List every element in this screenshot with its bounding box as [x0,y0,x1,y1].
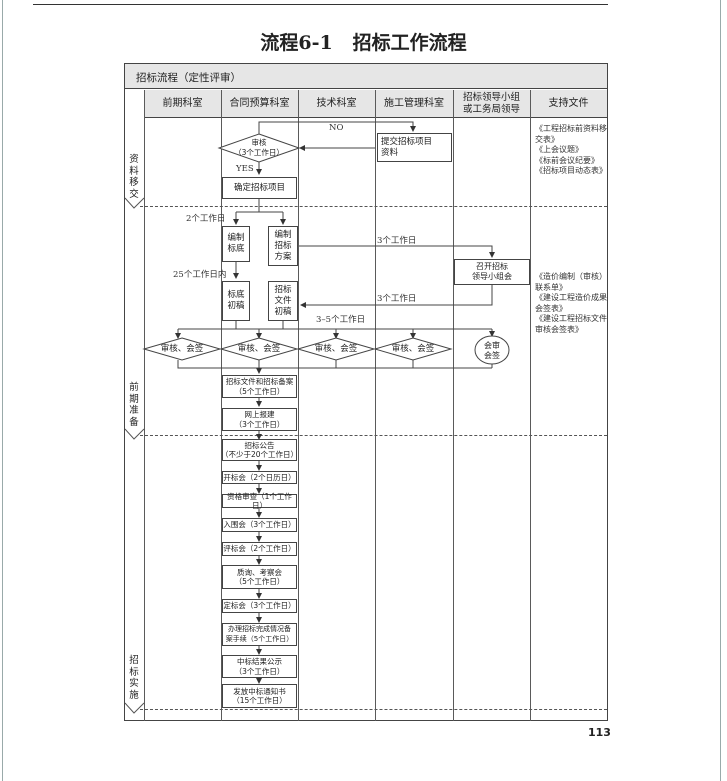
phase-label-ziliao: 资料移交 [129,154,139,200]
phase-sep-1 [140,206,607,207]
edge-label-3days-b: 3个工作日 [377,294,417,304]
support-docs-group-1: 《工程招标前资料移交表》 《上会议题》 《标前会议纪要》 《招标项目动态表》 [535,124,607,175]
edge-label-no: NO [329,123,344,133]
edge-label-3days-a: 3个工作日 [377,236,417,246]
review-node-a: 审核、会签 [160,344,204,354]
col-sep-1 [221,90,222,721]
huishen-circle [474,335,510,365]
review-node-c: 审核、会签 [314,344,358,354]
record-node: 办理招标完成情况备 案手续（5个工作日） [222,623,297,646]
flowchart-frame [124,63,608,721]
meeting-node: 召开招标 领导小组会 [454,259,530,285]
phase-sep-3 [140,709,607,710]
col-sep-5 [530,90,531,721]
submit-node: 提交招标项目 资料 [377,133,452,162]
subtitle-band [125,64,607,89]
column-header-qianqi: 前期科室 [162,98,203,109]
review-diamond-a [142,337,222,361]
open-node: 开标会（2个日历日） [222,471,297,484]
col-sep-2 [298,90,299,721]
fangan-node: 编制 招标 方案 [268,226,298,266]
column-header-leader: 招标领导小组 或工务局领导 [462,92,520,115]
column-header-docs: 支持文件 [548,98,589,109]
phase-chevron-1 [124,197,145,209]
phase-chevron-2 [124,428,145,440]
edge-label-yes: YES [236,164,254,174]
inquiry-node: 质询、考察会 （5个工作日） [222,565,297,589]
col-sep-0 [144,90,145,721]
phase-label-shishi: 招标实施 [129,655,139,701]
page-title: 流程6-1 招标工作流程 [260,32,467,54]
online-node: 网上报建 （3个工作日） [222,408,297,431]
support-docs-group-2: 《造价编制（审核）联系单》 《建设工程造价成果会签表》 《建设工程招标文件审核会… [535,272,607,334]
column-header-hetong: 合同预算科室 [229,98,290,109]
filing-node: 招标文件和招标备案 （5个工作日） [222,375,297,398]
edge-label-25days: 25个工作日内 [173,270,227,280]
page-edge-right [720,0,721,781]
publicity-node: 中标结果公示 （3个工作日） [222,655,297,678]
phase-sep-2 [140,435,607,436]
edge-label-2days: 2个工作日 [186,214,226,224]
wenjian-draft-node: 招标 文件 初稿 [268,281,298,321]
flow-subtitle: 招标流程（定性评审） [136,72,241,84]
edge-label-3to5days: 3–5个工作日 [316,315,366,325]
review-diamond-d [373,337,453,361]
huishen-node: 会审 会签 [484,341,500,360]
review-diamond-1 [217,133,301,163]
phase-chevron-3 [124,702,145,714]
review-node-b: 审核、会签 [237,344,281,354]
top-rule [33,4,608,5]
review-node-d: 审核、会签 [391,344,435,354]
biandi-node: 编制 标底 [222,226,250,262]
col-sep-4 [453,90,454,721]
column-header-jishu: 技术科室 [316,98,357,109]
review-node-1: 审核 （3个工作日） [234,138,284,157]
review-diamond-c [296,337,376,361]
page-edge-left [2,0,3,781]
decide-node: 定标会（3个工作日） [222,599,297,613]
page-number: 113 [588,726,611,739]
notify-node: 发放中标通知书 （15个工作日） [222,684,297,708]
notice-node: 招标公告 （不少于20个工作日） [220,439,299,461]
qualify-node: 资格审查（1个工作日） [222,492,297,510]
col-sep-3 [375,90,376,721]
column-header-shigong: 施工管理科室 [384,98,444,109]
confirm-node: 确定招标项目 [222,177,297,199]
enter-node: 入围会（3个工作日） [222,518,297,532]
evaluate-node: 评标会（2个工作日） [222,542,297,556]
phase-label-qianqi: 前期准备 [129,382,139,428]
biaodi-draft-node: 标底 初稿 [222,281,250,321]
review-diamond-b [219,337,299,361]
